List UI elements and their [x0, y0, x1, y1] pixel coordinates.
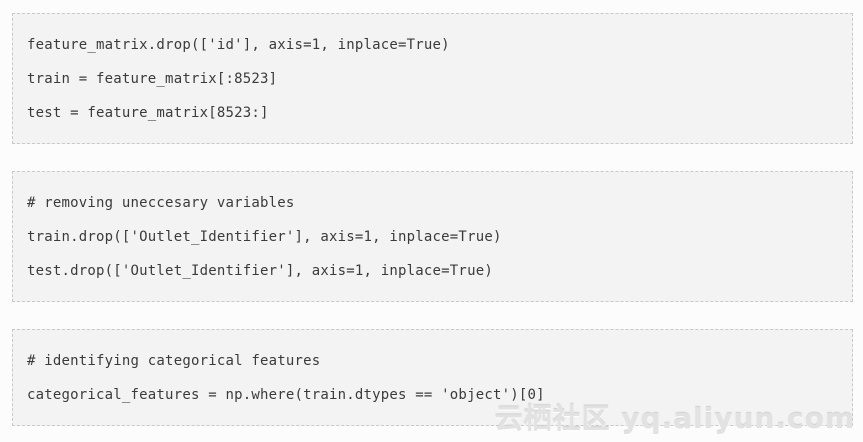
- code-line: test.drop(['Outlet_Identifier'], axis=1,…: [27, 263, 493, 279]
- code-block-remove-variables: # removing uneccesary variables train.dr…: [12, 171, 853, 302]
- code-comment-line: # removing uneccesary variables: [27, 195, 295, 211]
- code-line: test = feature_matrix[8523:]: [27, 105, 269, 121]
- code-line: feature_matrix.drop(['id'], axis=1, inpl…: [27, 37, 450, 53]
- code-block-categorical-features: # identifying categorical features categ…: [12, 329, 853, 426]
- code-line: train.drop(['Outlet_Identifier'], axis=1…: [27, 229, 502, 245]
- code-line: train = feature_matrix[:8523]: [27, 71, 278, 87]
- code-line: categorical_features = np.where(train.dt…: [27, 387, 545, 403]
- code-comment-line: # identifying categorical features: [27, 353, 321, 369]
- code-block-split-train-test: feature_matrix.drop(['id'], axis=1, inpl…: [12, 13, 853, 144]
